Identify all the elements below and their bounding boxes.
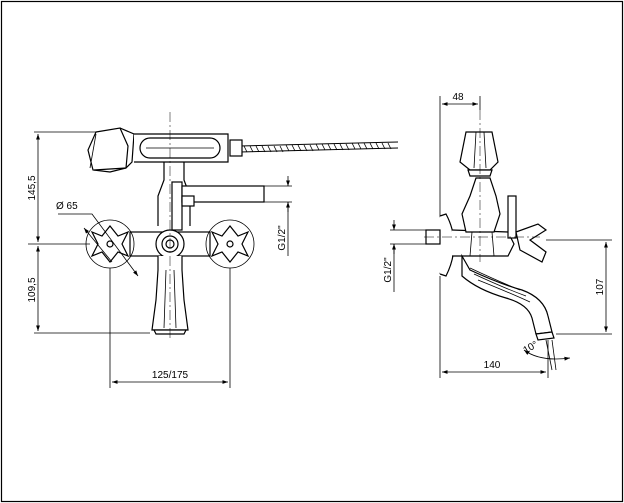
dim-side-top-width: 48 (439, 92, 481, 216)
side-lever (507, 195, 517, 239)
right-cross-handle (205, 219, 255, 269)
dim-lower-height-label: 109,5 (27, 277, 38, 302)
dim-handle-diameter: Ø 65 (56, 201, 139, 277)
shower-holder (157, 162, 265, 231)
dim-side-thread-label: G1/2" (383, 257, 394, 283)
dim-width-label: 125/175 (152, 370, 189, 381)
dim-front-height: 145,5 109,5 (27, 131, 150, 334)
dim-side-angle: 10° (521, 339, 571, 371)
side-top-handle (459, 131, 499, 177)
dim-side-thread: G1/2" (383, 220, 426, 292)
wall-flange (425, 213, 455, 277)
dim-upper-height-label: 145,5 (27, 175, 38, 200)
side-cross-handle (515, 223, 548, 263)
dim-side-depth: 140 (439, 276, 549, 378)
dim-side-height-label: 107 (595, 278, 606, 295)
side-body (451, 177, 515, 257)
dim-top-width-label: 48 (452, 92, 464, 103)
dim-angle-label: 10° (521, 339, 540, 356)
side-spout (461, 253, 555, 341)
dim-front-thread-label: G1/2" (277, 225, 288, 251)
dim-side-depth-label: 140 (484, 360, 501, 371)
dim-diameter-label: Ø 65 (56, 201, 78, 212)
side-view: 48 G1/2" 107 140 (383, 92, 612, 378)
dim-front-thread: G1/2" (264, 176, 292, 256)
dim-side-height: 107 (546, 239, 612, 335)
dim-front-width: 125/175 (109, 268, 231, 388)
front-view: 145,5 109,5 Ø 65 G1/2" 125/175 (27, 112, 399, 388)
mixer-body (129, 229, 211, 259)
shower-hose (229, 139, 399, 157)
hand-shower (87, 127, 229, 173)
